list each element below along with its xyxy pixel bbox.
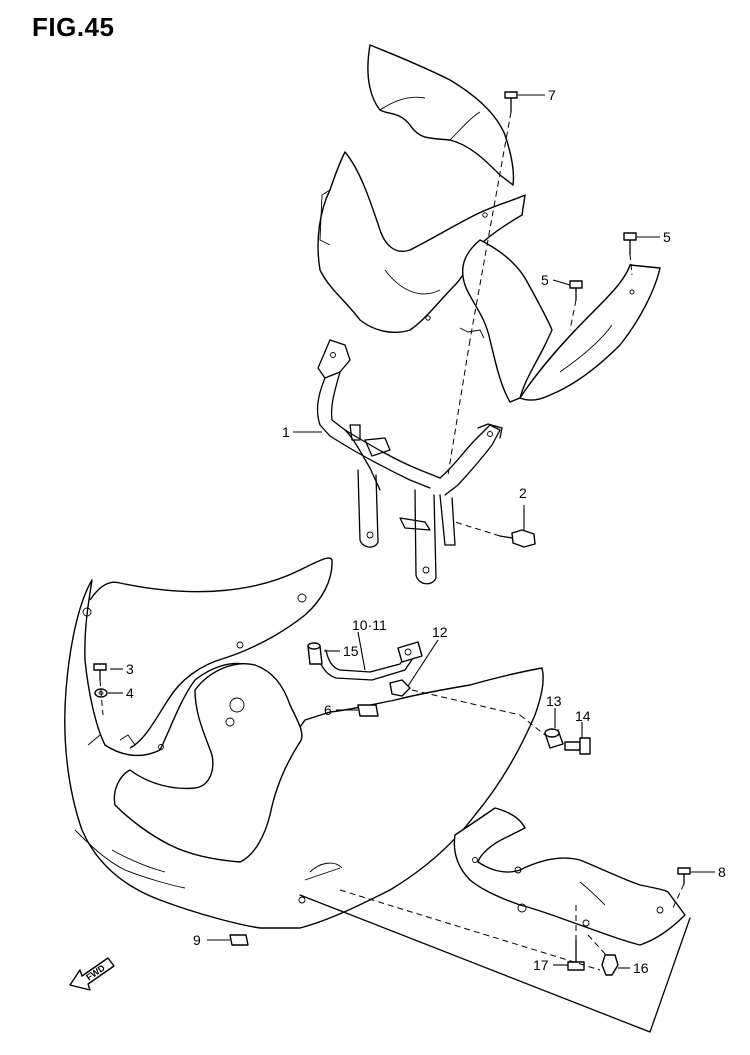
callout-6: 6 [324,702,332,718]
callout-labels: 7 5 5 1 2 10·11 12 15 3 4 6 13 14 8 9 17… [126,87,726,976]
collar-part-13 [544,728,564,749]
screw-part-5-upper [623,232,637,255]
screw-part-3 [93,663,107,681]
screw-part-5-lower [569,280,583,301]
screw-part-17 [567,939,585,971]
callout-5-upper: 5 [663,229,671,245]
callout-7: 7 [548,87,556,103]
bolt-part-12 [389,679,411,697]
callout-9: 9 [193,932,201,948]
screw-part-7 [504,91,518,113]
clip-part-16 [601,954,619,976]
clip-nut-part-9 [229,934,249,946]
stay-rod-part-10-11 [317,641,423,681]
outline-guide-lines [299,894,691,1033]
fairing-brace [316,339,503,585]
upper-inner-cover [367,44,515,186]
callout-1: 1 [282,424,290,440]
lower-cowling [64,557,544,929]
leader-lines [108,94,715,969]
callout-14: 14 [575,708,591,724]
screw-part-8 [677,867,691,885]
callout-10-11: 10·11 [352,617,387,633]
right-side-inner-panel [459,239,661,403]
clip-nut-part-6 [357,704,379,717]
callout-13: 13 [546,693,562,709]
callout-3: 3 [126,661,134,677]
damper-part-15 [307,642,323,665]
callout-12: 12 [432,624,448,640]
callout-2: 2 [519,485,527,501]
bolt-part-2 [499,529,536,548]
callout-5-lower: 5 [541,272,549,288]
callout-16: 16 [633,960,649,976]
assembly-lines [99,111,685,971]
figure-title: FIG.45 [32,12,115,42]
screw-part-14 [564,737,591,755]
callout-8: 8 [718,864,726,880]
callout-17: 17 [533,957,549,973]
callout-15: 15 [343,643,359,659]
callout-4: 4 [126,685,134,701]
forward-direction-arrow: FWD [69,957,115,991]
lower-bracket-plate [453,807,686,946]
